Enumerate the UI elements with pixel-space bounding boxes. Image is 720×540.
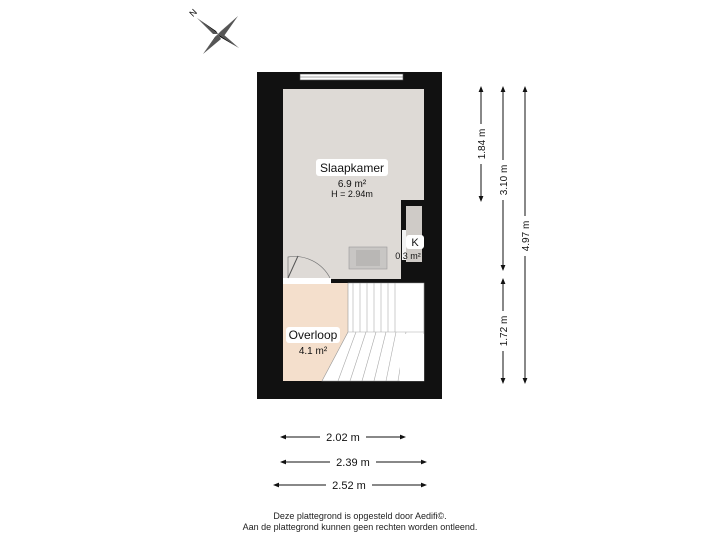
compass-north-label: N (187, 7, 199, 19)
dimension-horizontal-3: 2.52 m (273, 478, 427, 492)
svg-text:2.39 m: 2.39 m (336, 457, 370, 469)
svg-text:1.84 m: 1.84 m (477, 129, 488, 160)
compass-rose-icon: N (187, 7, 239, 54)
room-name: K (411, 237, 419, 249)
room-area: 0.3 m² (395, 251, 421, 261)
room-label-slaapkamer: Slaapkamer 6.9 m² H = 2.94m (316, 159, 388, 199)
dimension-vertical-2: 3.10 m (496, 86, 510, 271)
svg-text:2.52 m: 2.52 m (332, 480, 366, 492)
svg-text:4.97 m: 4.97 m (521, 221, 532, 252)
staircase (321, 282, 425, 382)
svg-text:2.02 m: 2.02 m (326, 432, 360, 444)
dimension-horizontal-2: 2.39 m (280, 455, 427, 469)
room-area: 6.9 m² (338, 179, 367, 190)
disclaimer-line-1: Deze plattegrond is opgesteld door Aedif… (273, 511, 447, 521)
disclaimer-line-2: Aan de plattegrond kunnen geen rechten w… (242, 522, 478, 532)
room-label-overloop: Overloop 4.1 m² (286, 327, 340, 357)
room-label-kast: K 0.3 m² (395, 235, 424, 261)
room-area: 4.1 m² (299, 346, 328, 357)
room-height: H = 2.94m (331, 189, 373, 199)
svg-text:3.10 m: 3.10 m (499, 165, 510, 196)
svg-text:1.72 m: 1.72 m (499, 316, 510, 347)
bedroom-door (283, 255, 331, 284)
dimension-vertical-1: 1.84 m (474, 86, 488, 202)
dimension-horizontal-1: 2.02 m (280, 430, 406, 444)
dimension-vertical-4: 1.72 m (496, 278, 510, 384)
partition-wall (283, 279, 424, 283)
room-name: Overloop (289, 328, 338, 342)
room-name: Slaapkamer (320, 161, 384, 175)
dimension-vertical-3: 4.97 m (518, 86, 532, 384)
